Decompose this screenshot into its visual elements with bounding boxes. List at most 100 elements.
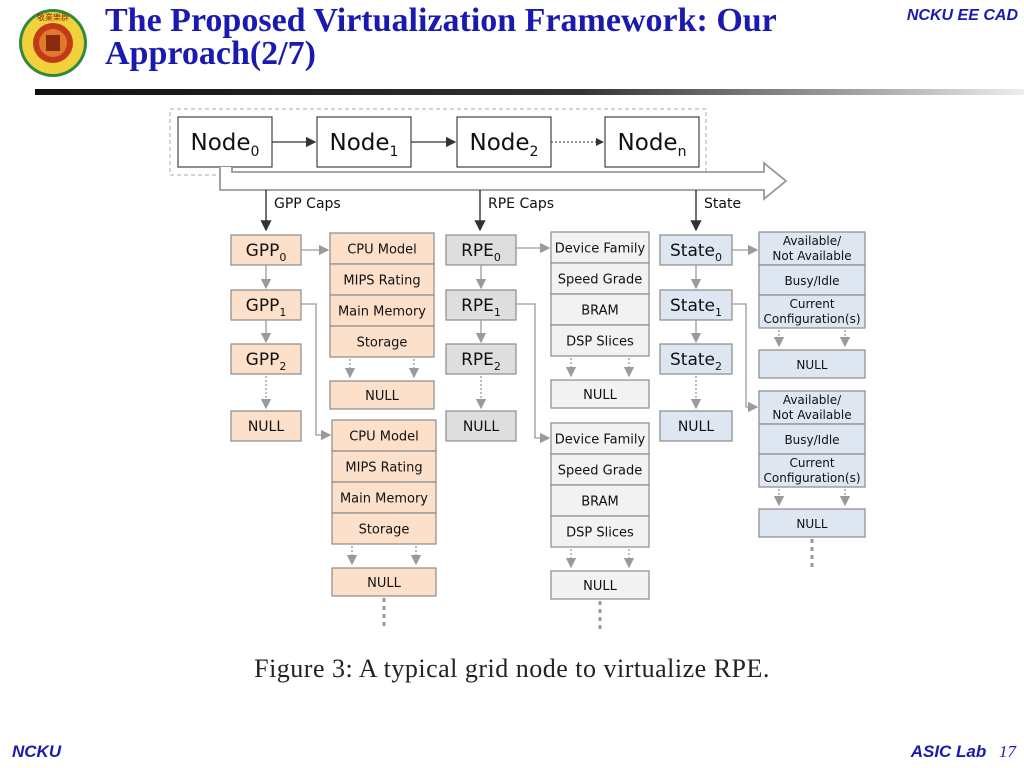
rpe-fields-a-field-box [550, 293, 650, 326]
state-box [659, 234, 733, 266]
node-box [456, 116, 552, 168]
state-fields-a-null-box [758, 349, 866, 379]
state-box [659, 343, 733, 375]
state-fields-b-field-label: Current [789, 456, 834, 470]
gpp-fields-a-field-box [329, 294, 435, 327]
state-fields-a-field-box [758, 294, 866, 329]
rpe-box [445, 289, 517, 321]
title-rule [35, 89, 1024, 95]
state-fields-b-field-label: Configuration(s) [764, 471, 861, 485]
gpp-null-label: NULL [248, 419, 285, 435]
gpp-label: GPP1 [246, 296, 287, 319]
gpp-fields-b-field-label: Storage [359, 523, 410, 538]
gpp-fields-a-field-box [329, 263, 435, 296]
gpp-null-box [230, 410, 302, 442]
node-label: Node1 [330, 130, 399, 160]
figure-caption: Figure 3: A typical grid node to virtual… [254, 654, 770, 683]
rpe-null-label: NULL [463, 419, 500, 435]
gpp-label: GPP0 [246, 241, 287, 264]
gpp-fields-b-field-label: MIPS Rating [345, 461, 422, 476]
svg-text:敬業樂群: 敬業樂群 [37, 12, 69, 22]
gpp-fields-b-field-box [331, 419, 437, 452]
state-label: State1 [670, 296, 722, 319]
footer-lab-label: ASIC Lab [910, 742, 987, 761]
state-null-box [659, 410, 733, 442]
rpe-fields-a-null-label: NULL [583, 388, 617, 403]
state-fields-b-field-label: Available/ [783, 393, 842, 407]
branch-label-gpp: GPP Caps [274, 196, 341, 212]
node-label: Node0 [191, 130, 260, 160]
state-fields-a-null-label: NULL [796, 358, 827, 372]
connector-line [516, 303, 551, 444]
rpe-box [445, 343, 517, 375]
state-label: State2 [670, 350, 722, 373]
state-fields-b-field-label: Busy/Idle [784, 433, 839, 447]
rpe-fields-a-field-label: Speed Grade [558, 273, 643, 288]
rpe-fields-b-null-box [550, 570, 650, 600]
gpp-fields-b-field-label: Main Memory [340, 492, 428, 507]
header-right-label: NCKU EE CAD [906, 7, 1018, 24]
node-label: Noden [618, 130, 687, 160]
gpp-fields-a-null-label: NULL [365, 389, 399, 404]
gpp-fields-a-field-label: Storage [357, 336, 408, 351]
gpp-fields-b-field-box [331, 481, 437, 514]
rpe-fields-b-field-label: Device Family [555, 433, 646, 448]
state-label: State0 [670, 241, 722, 264]
rpe-fields-a-field-label: DSP Slices [566, 335, 634, 350]
rpe-fields-a-field-box [550, 262, 650, 295]
connector-line [732, 303, 759, 413]
state-fields-a-field-label: Available/ [783, 234, 842, 248]
state-fields-b-field-box [758, 453, 866, 488]
rpe-fields-a-field-label: BRAM [581, 304, 619, 319]
gpp-fields-a-field-label: CPU Model [347, 243, 417, 258]
node-box [604, 116, 700, 168]
gpp-fields-a-field-box [329, 232, 435, 265]
gpp-fields-a-field-label: Main Memory [338, 305, 426, 320]
state-fields-b-null-box [758, 508, 866, 538]
branch-label-rpe: RPE Caps [488, 196, 554, 212]
footer-right: ASIC Lab 17 [911, 742, 1016, 762]
rpe-fields-b-field-label: DSP Slices [566, 526, 634, 541]
gpp-fields-a-field-label: MIPS Rating [343, 274, 420, 289]
gpp-fields-b-null-label: NULL [367, 576, 401, 591]
rpe-fields-b-null-label: NULL [583, 579, 617, 594]
gpp-box [230, 343, 302, 375]
state-null-label: NULL [678, 419, 715, 435]
rpe-fields-a-null-box [550, 379, 650, 409]
gpp-fields-b-field-box [331, 450, 437, 483]
gpp-fields-a-null-box [329, 380, 435, 410]
gpp-box [230, 289, 302, 321]
state-fields-a-field-label: Not Available [772, 249, 851, 263]
gpp-fields-b-field-box [331, 512, 437, 545]
rpe-fields-b-field-box [550, 484, 650, 517]
ncku-seal-icon: 敬業樂群 [19, 9, 87, 77]
branch-label-state: State [704, 196, 741, 212]
footer-left-label: NCKU [12, 742, 62, 761]
node-label: Node2 [470, 130, 539, 160]
state-fields-b-field-box [758, 390, 866, 425]
connector-line [301, 303, 332, 441]
state-fields-b-field-box [758, 423, 866, 455]
rpe-fields-a-field-label: Device Family [555, 242, 646, 257]
rpe-label: RPE0 [461, 241, 501, 264]
slide-title: The Proposed Virtualization Framework: O… [105, 2, 777, 72]
rpe-fields-a-field-box [550, 324, 650, 357]
gpp-fields-b-field-label: CPU Model [349, 430, 419, 445]
page-number: 17 [999, 742, 1016, 761]
rpe-fields-b-field-label: BRAM [581, 495, 619, 510]
state-fields-a-field-label: Configuration(s) [764, 312, 861, 326]
node-box [316, 116, 412, 168]
main-bus-arrow [219, 161, 788, 201]
rpe-fields-b-field-box [550, 515, 650, 548]
rpe-label: RPE1 [461, 296, 501, 319]
gpp-label: GPP2 [246, 350, 287, 373]
state-fields-b-null-label: NULL [796, 517, 827, 531]
rpe-null-box [445, 410, 517, 442]
gpp-fields-a-field-box [329, 325, 435, 358]
state-box [659, 289, 733, 321]
gpp-fields-b-null-box [331, 567, 437, 597]
state-fields-a-field-box [758, 231, 866, 266]
rpe-label: RPE2 [461, 350, 501, 373]
state-fields-a-field-label: Busy/Idle [784, 274, 839, 288]
